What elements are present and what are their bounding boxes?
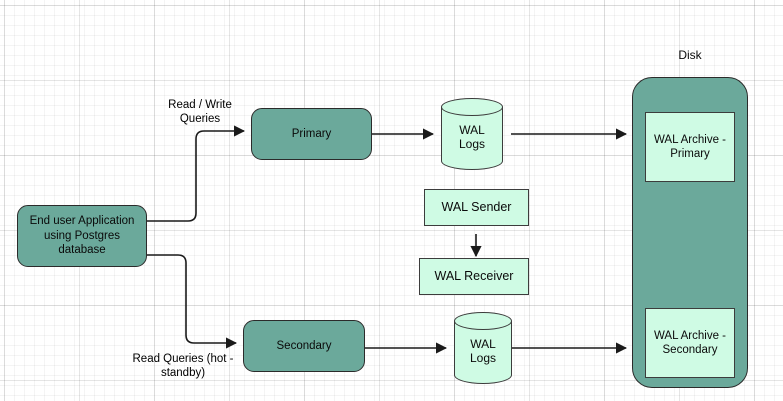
edge-app-to-primary (147, 125, 246, 222)
read-queries-line1: Read Queries (hot - (132, 353, 234, 365)
end-user-application-line1: End user Application (29, 215, 135, 228)
read-write-line2: Queries (179, 113, 221, 126)
end-user-application-line2: using Postgres database (43, 229, 121, 257)
wal-archive-secondary-line2: Secondary (662, 344, 718, 356)
wal-logs-primary-line1: WAL (459, 122, 485, 137)
edge-app-to-secondary (147, 254, 238, 349)
wal-logs-secondary-text: WAL Logs (454, 312, 512, 384)
wal-logs-secondary-line2: Logs (469, 351, 497, 365)
wal-logs-primary-text: WAL Logs (441, 98, 503, 170)
edge-label-read-write-queries: Read / Write Queries (145, 98, 255, 127)
edge-label-read-queries: Read Queries (hot - standby) (108, 352, 258, 381)
end-user-application-box[interactable]: End user Application using Postgres data… (17, 205, 147, 267)
wal-sender-box[interactable]: WAL Sender (424, 189, 529, 226)
wal-archive-primary-line2: Primary (670, 148, 710, 160)
wal-receiver-box[interactable]: WAL Receiver (419, 258, 529, 295)
wal-logs-secondary-cylinder[interactable]: WAL Logs (454, 312, 512, 384)
secondary-label: Secondary (276, 339, 332, 352)
read-queries-line2: standby) (160, 367, 206, 380)
secondary-node[interactable]: Secondary (243, 320, 365, 372)
wal-logs-primary-cylinder[interactable]: WAL Logs (441, 98, 503, 170)
primary-label: Primary (291, 127, 332, 140)
cylinder-body (441, 107, 503, 161)
wal-logs-primary-line2: Logs (458, 137, 486, 151)
wal-archive-secondary-line1: WAL Archive - (654, 329, 726, 342)
wal-archive-primary-box[interactable]: WAL Archive - Primary (645, 112, 735, 182)
wal-archive-primary-line1: WAL Archive - (654, 133, 726, 146)
primary-node[interactable]: Primary (251, 108, 372, 160)
wal-logs-secondary-line1: WAL (470, 336, 496, 351)
read-write-line1: Read / Write (168, 99, 232, 111)
cylinder-top (454, 312, 512, 330)
disk-label: Disk (678, 48, 702, 62)
wal-archive-secondary-box[interactable]: WAL Archive - Secondary (645, 308, 735, 378)
cylinder-top (441, 98, 503, 116)
cylinder-body (454, 321, 512, 375)
wal-receiver-label: WAL Receiver (434, 268, 514, 283)
wal-sender-label: WAL Sender (441, 199, 512, 214)
